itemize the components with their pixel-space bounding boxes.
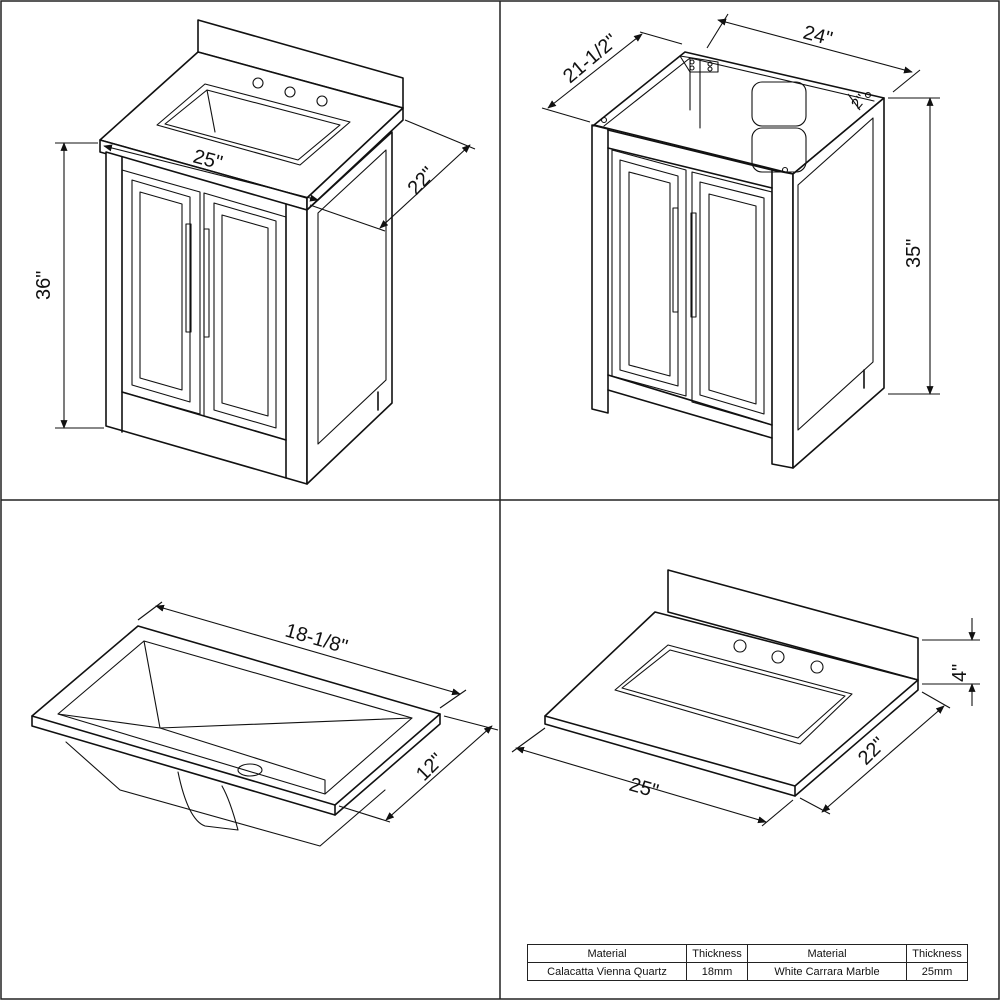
vanity-depth-label: 22" xyxy=(404,163,440,199)
cabinet-depth-label: 21-1/2" xyxy=(559,30,622,88)
cell-thickness-1: 18mm xyxy=(686,962,748,981)
vanity-drawing: 25" 22" 36" xyxy=(33,19,476,485)
cabinet-height-label: 35" xyxy=(903,239,925,268)
cabinet-drawing: 24" 21-1/2" 2" 35" xyxy=(541,13,940,469)
cell-material-2: White Carrara Marble xyxy=(747,962,907,981)
top-drawing: 25" 22" 4" xyxy=(511,569,980,827)
top-backsplash-label: 4" xyxy=(949,664,971,682)
material-spec-table: Material Thickness Material Thickness Ca… xyxy=(527,944,968,981)
cell-thickness-2: 25mm xyxy=(906,962,968,981)
table-header-row: Material Thickness Material Thickness xyxy=(527,944,968,963)
table-row: Calacatta Vienna Quartz 18mm White Carra… xyxy=(527,962,968,981)
vanity-height-label: 36" xyxy=(33,271,55,300)
top-width-label: 25" xyxy=(627,774,661,803)
cell-material-1: Calacatta Vienna Quartz xyxy=(527,962,687,981)
sink-drawing: 18-1/8" 12" xyxy=(31,601,499,847)
header-thickness-1: Thickness xyxy=(686,944,748,963)
cabinet-width-label: 24" xyxy=(801,22,835,51)
header-thickness-2: Thickness xyxy=(906,944,968,963)
sink-width-label: 12" xyxy=(412,749,448,785)
top-depth-label: 22" xyxy=(854,733,890,769)
header-material-2: Material xyxy=(747,944,907,963)
header-material-1: Material xyxy=(527,944,687,963)
